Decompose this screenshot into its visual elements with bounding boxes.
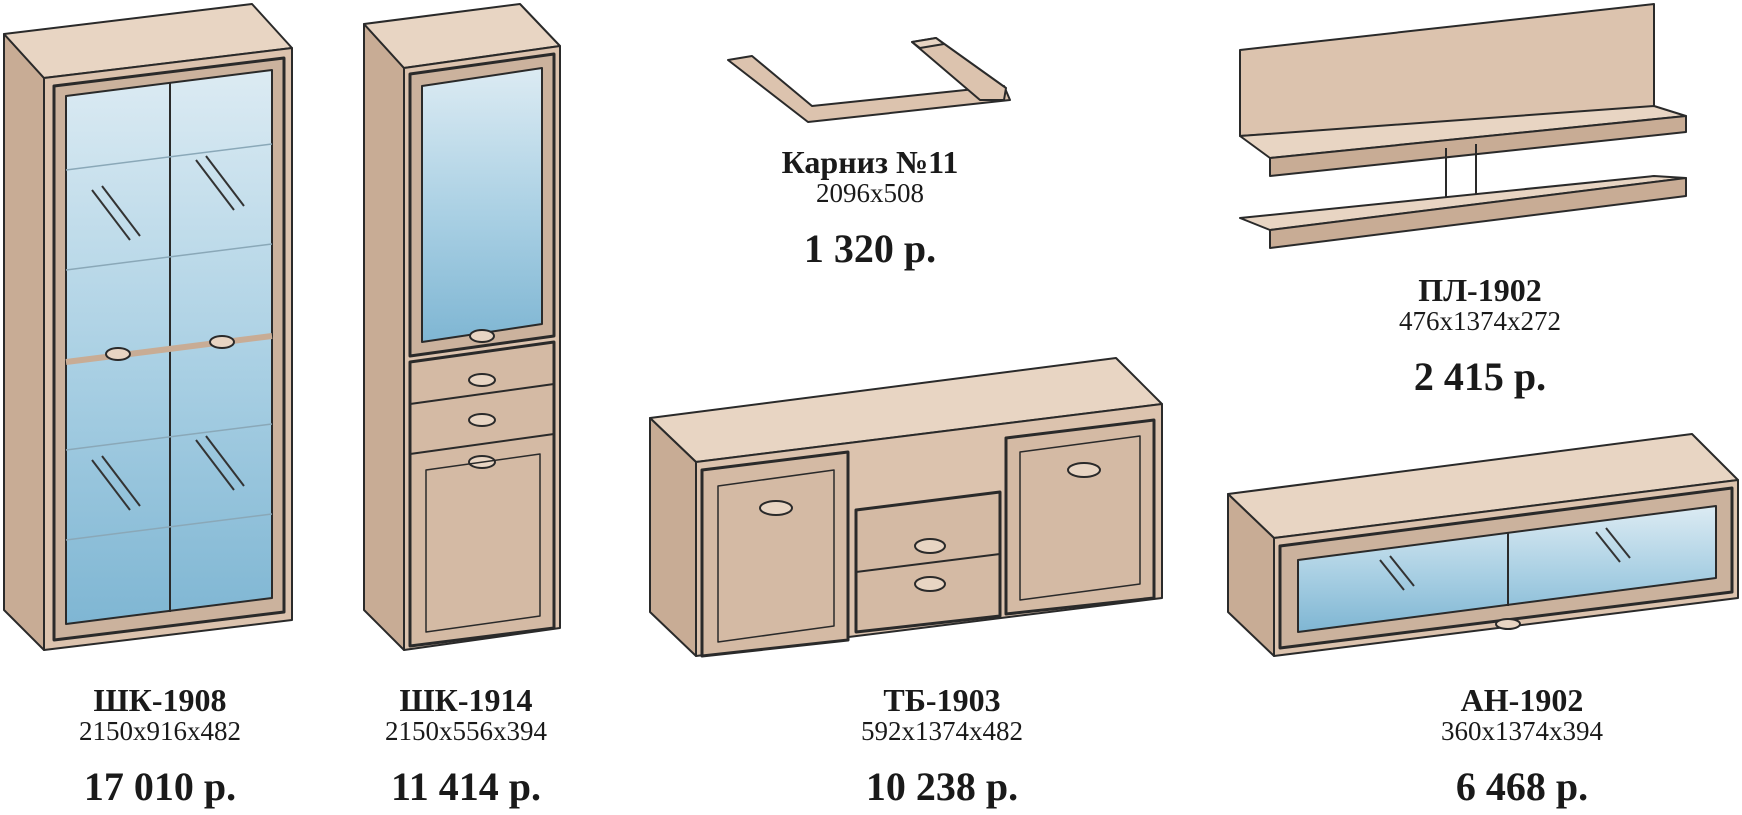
product-name: Карниз №11 (781, 144, 959, 180)
cornice-karniz11-drawing (727, 37, 1011, 123)
product-dimensions: 2150х916х482 (79, 716, 241, 746)
product-label-shk1908: ШК-1908 2150х916х482 17 010 р. (40, 684, 280, 807)
product-name: ТБ-1903 (883, 682, 1001, 718)
wardrobe-shk1908-drawing (3, 3, 293, 651)
product-price: 6 468 р. (1455, 764, 1589, 809)
product-dimensions: 592х1374х482 (861, 716, 1023, 746)
product-name: ПЛ-1902 (1418, 272, 1542, 308)
product-label-karniz11: Карниз №11 2096х508 1 320 р. (740, 146, 1000, 269)
tv-stand-tb1903-drawing (649, 357, 1163, 658)
product-dimensions: 2150х556х394 (385, 716, 547, 746)
wall-cabinet-an1902-drawing (1227, 433, 1739, 657)
product-label-shk1914: ШК-1914 2150х556х394 11 414 р. (346, 684, 586, 807)
cabinet-shk1914-drawing (363, 3, 561, 651)
product-price: 10 238 р. (865, 764, 1019, 809)
product-price: 11 414 р. (390, 764, 542, 809)
product-price: 2 415 р. (1413, 354, 1547, 399)
product-label-tb1903: ТБ-1903 592х1374х482 10 238 р. (802, 684, 1082, 807)
product-dimensions: 360х1374х394 (1441, 716, 1603, 746)
product-label-pl1902: ПЛ-1902 476х1374х272 2 415 р. (1340, 274, 1620, 397)
product-price: 17 010 р. (83, 764, 237, 809)
product-label-an1902: АН-1902 360х1374х394 6 468 р. (1382, 684, 1662, 807)
product-name: ШК-1914 (399, 682, 533, 718)
product-dimensions: 2096х508 (816, 178, 924, 208)
product-dimensions: 476х1374х272 (1399, 306, 1561, 336)
shelf-pl1902-drawing (1239, 3, 1687, 249)
product-price: 1 320 р. (803, 226, 937, 271)
product-name: ШК-1908 (93, 682, 227, 718)
product-name: АН-1902 (1460, 682, 1584, 718)
